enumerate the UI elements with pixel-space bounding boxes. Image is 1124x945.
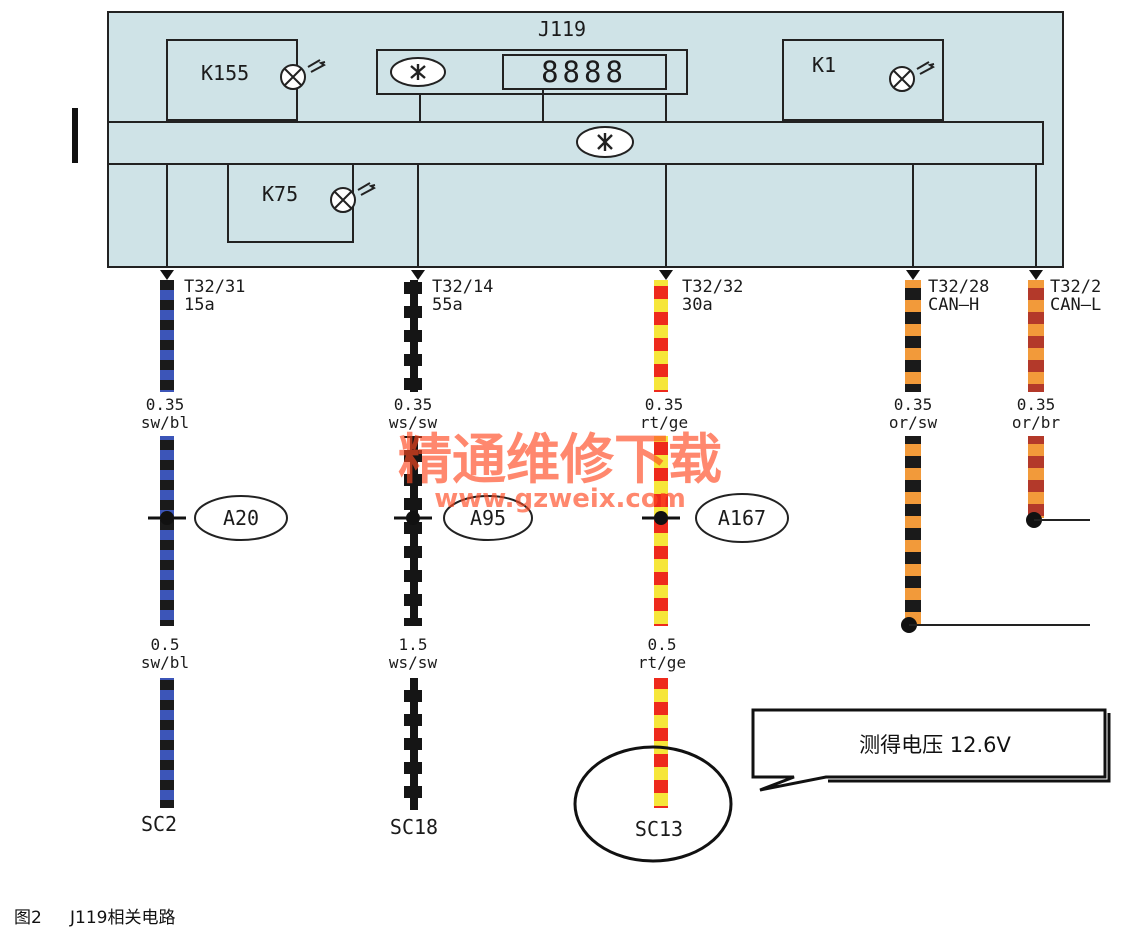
wire-or-br xyxy=(1026,280,1090,528)
housing-edge-mark xyxy=(72,108,78,163)
wire-size-upper: 0.35 xyxy=(645,395,684,414)
splice-node: A167 xyxy=(642,493,789,543)
pin-connectors xyxy=(160,270,1043,280)
callout-text: 测得电压 12.6V xyxy=(859,733,1011,757)
pin-id-t32-32: T32/32 xyxy=(682,277,743,297)
pin-function-30a: 30a xyxy=(682,295,713,315)
digit-display xyxy=(502,54,667,90)
lamp-icon xyxy=(280,59,326,90)
lamp-box-k1 xyxy=(782,39,944,121)
wire-or-sw xyxy=(901,280,1090,633)
pin-id-t32-31: T32/31 xyxy=(184,277,245,297)
measurement-callout xyxy=(751,708,1107,792)
wire-size-upper: 0.35 xyxy=(894,395,933,414)
pin-function-can-l: CAN—L xyxy=(1050,295,1101,315)
watermark-cn: 精通维修下载 xyxy=(398,428,722,491)
pin-id-t32-2: T32/2 xyxy=(1050,277,1101,297)
pin-function-can-h: CAN—H xyxy=(928,295,979,315)
callout-shadow xyxy=(828,713,1111,783)
wire-size-upper: 0.35 xyxy=(146,395,185,414)
watermark-url: www.gzweix.com xyxy=(434,484,686,514)
terminal-sc2: SC2 xyxy=(141,812,177,836)
splice-label-a167: A167 xyxy=(718,506,766,530)
wire-sw-bl xyxy=(160,280,174,808)
wire-size-lower: 1.5 xyxy=(399,635,428,654)
wire-color-upper: ws/sw xyxy=(389,413,438,432)
internal-bus xyxy=(107,121,1044,165)
pin-function-55a: 55a xyxy=(432,295,463,315)
wire-color-lower: sw/bl xyxy=(141,653,189,672)
wire-ws-sw xyxy=(404,280,422,810)
bus-symbol-icon xyxy=(576,126,634,158)
lamp-box-k155 xyxy=(166,39,298,121)
pin-id-t32-14: T32/14 xyxy=(432,277,493,297)
wire-color-upper: sw/bl xyxy=(141,413,189,432)
pin-function-15a: 15a xyxy=(184,295,215,315)
highlight-circle xyxy=(573,745,733,863)
wire-size-upper: 0.35 xyxy=(394,395,433,414)
wire-color-lower: ws/sw xyxy=(389,653,438,672)
wire-rt-ge xyxy=(654,280,668,808)
wire-size-lower: 0.5 xyxy=(648,635,677,654)
figure-caption: J119相关电路 xyxy=(69,908,175,928)
display-digits: 8888 xyxy=(541,55,627,89)
lamp-icon xyxy=(889,61,935,92)
pin-id-t32-28: T32/28 xyxy=(928,277,989,297)
terminal-sc18: SC18 xyxy=(390,815,438,839)
wire-color-lower: rt/ge xyxy=(638,653,686,672)
lamp-label-k1: K1 xyxy=(812,53,836,77)
wire-size-upper: 0.35 xyxy=(1017,395,1056,414)
splice-node: A95 xyxy=(394,495,533,541)
lamp-label-k75: K75 xyxy=(262,182,298,206)
wire-color-upper: rt/ge xyxy=(640,413,688,432)
internal-links xyxy=(166,89,1037,267)
wire-size-lower: 0.5 xyxy=(151,635,180,654)
lamp-icon xyxy=(330,182,376,213)
splice-node: A20 xyxy=(148,495,288,541)
splice-label-a20: A20 xyxy=(223,506,259,530)
figure-caption-prefix: 图2 xyxy=(14,908,42,928)
display-symbol-icon xyxy=(390,57,446,87)
splice-label-a95: A95 xyxy=(470,506,506,530)
terminal-sc13: SC13 xyxy=(635,817,683,841)
wire-color-upper: or/sw xyxy=(889,413,938,432)
wire-color-upper: or/br xyxy=(1012,413,1061,432)
lamp-label-k155: K155 xyxy=(201,61,249,85)
module-name: J119 xyxy=(538,17,586,41)
